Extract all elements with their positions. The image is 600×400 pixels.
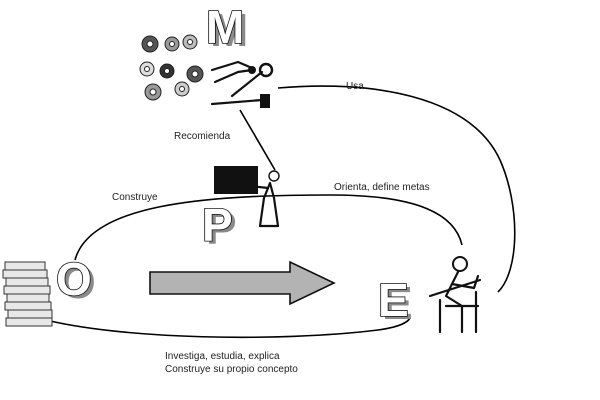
recomienda-connector [239,109,276,171]
bottom-label-line1: Investiga, estudia, explica [165,351,280,362]
e-letter: E [378,274,409,326]
p-letter: P [202,199,233,251]
bottom-label-line2: Construye su propio concepto [165,364,298,375]
arrow-right-icon [149,260,336,306]
teacher-icon [214,166,280,228]
recomienda-label: Recomienda [174,131,231,142]
usa-connector [277,85,516,293]
o-letter-shadow: O [60,256,96,308]
orienta-label: Orienta, define metas [334,182,430,193]
o-letter: O [56,253,92,305]
outer-ellipse-top [74,194,463,261]
p-letter-shadow: P [206,202,237,254]
m-letter: M [206,1,244,53]
outer-ellipse-bottom [37,317,411,339]
usa-label: Usa [346,81,364,92]
m-letter-shadow: M [210,4,248,56]
tools-icon [210,60,274,108]
e-letter-shadow: E [382,277,413,329]
student-desk-icon [428,256,482,334]
books-icon [2,261,53,327]
gears-icon [139,34,204,101]
construye-label: Construye [112,192,158,203]
